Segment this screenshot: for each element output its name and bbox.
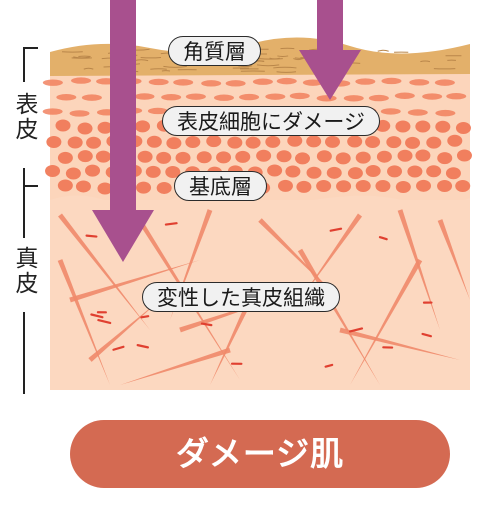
dermis-side-label: 真皮 bbox=[11, 246, 37, 296]
epidermis-side-label: 表皮 bbox=[11, 92, 37, 142]
epidermal-cell-damage-label: 表皮細胞にダメージ bbox=[162, 106, 380, 136]
diagram-title: ダメージ肌 bbox=[70, 420, 450, 488]
stratum-corneum-layer bbox=[50, 37, 470, 76]
dermis-damage-label: 変性した真皮組織 bbox=[142, 282, 340, 312]
dermis-bracket bbox=[23, 185, 38, 394]
dermis-fibers bbox=[57, 203, 470, 385]
uv-arrow-deep bbox=[92, 0, 154, 262]
basal-boundary bbox=[50, 192, 470, 212]
stratum-corneum-label: 角質層 bbox=[168, 36, 261, 66]
dermis-damage-marks bbox=[85, 222, 433, 368]
uv-arrow-shallow bbox=[299, 0, 361, 100]
basal-layer-label: 基底層 bbox=[174, 171, 267, 201]
